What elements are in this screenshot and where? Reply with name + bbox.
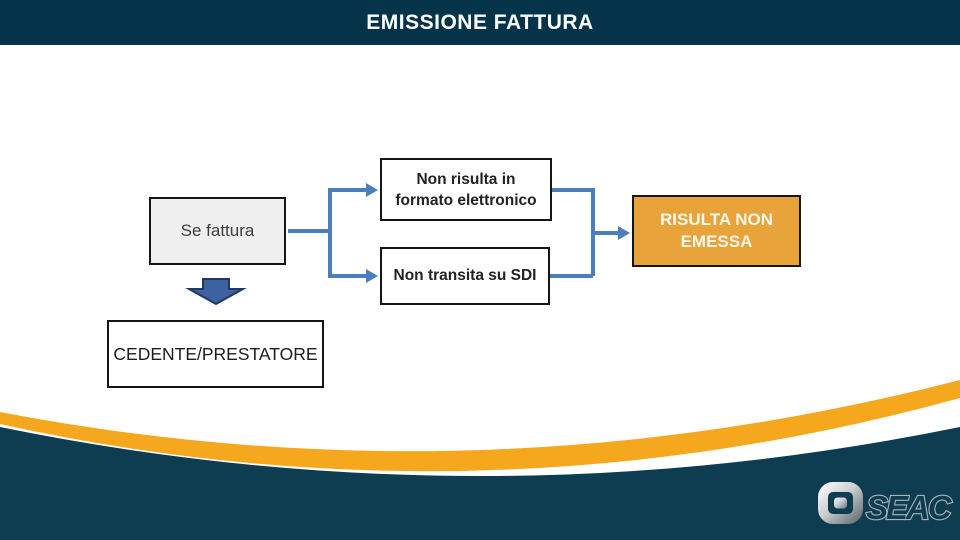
risulta-line2: EMESSA [680,232,753,251]
header-bar: EMISSIONE FATTURA [0,0,960,45]
risulta-line1: RISULTA NON [659,210,773,229]
risulta-non-emessa-box: RISULTA NON EMESSA [632,195,801,267]
seac-logo-text: SEAC [866,489,953,526]
non-risulta-box: Non risulta in formato elettronico [380,158,552,221]
seac-logo-icon [818,482,863,524]
non-risulta-line1: Non risulta in [416,170,516,188]
se-fattura-label: Se fattura [180,221,255,240]
orange-swoosh [0,380,960,472]
seac-logo: SEAC [818,482,956,527]
non-transita-box: Non transita su SDI [380,247,550,305]
cedente-prestatore-label: CEDENTE/PRESTATORE [113,343,318,364]
footer-wave: SEAC [0,380,960,540]
cedente-prestatore-box: CEDENTE/PRESTATORE [107,320,324,388]
page-title: EMISSIONE FATTURA [366,10,594,34]
non-transita-label: Non transita su SDI [393,267,537,284]
se-fattura-box: Se fattura [149,197,286,265]
down-arrow-icon [185,278,247,306]
teal-wave [0,427,960,540]
non-risulta-line2: formato elettronico [395,191,537,209]
